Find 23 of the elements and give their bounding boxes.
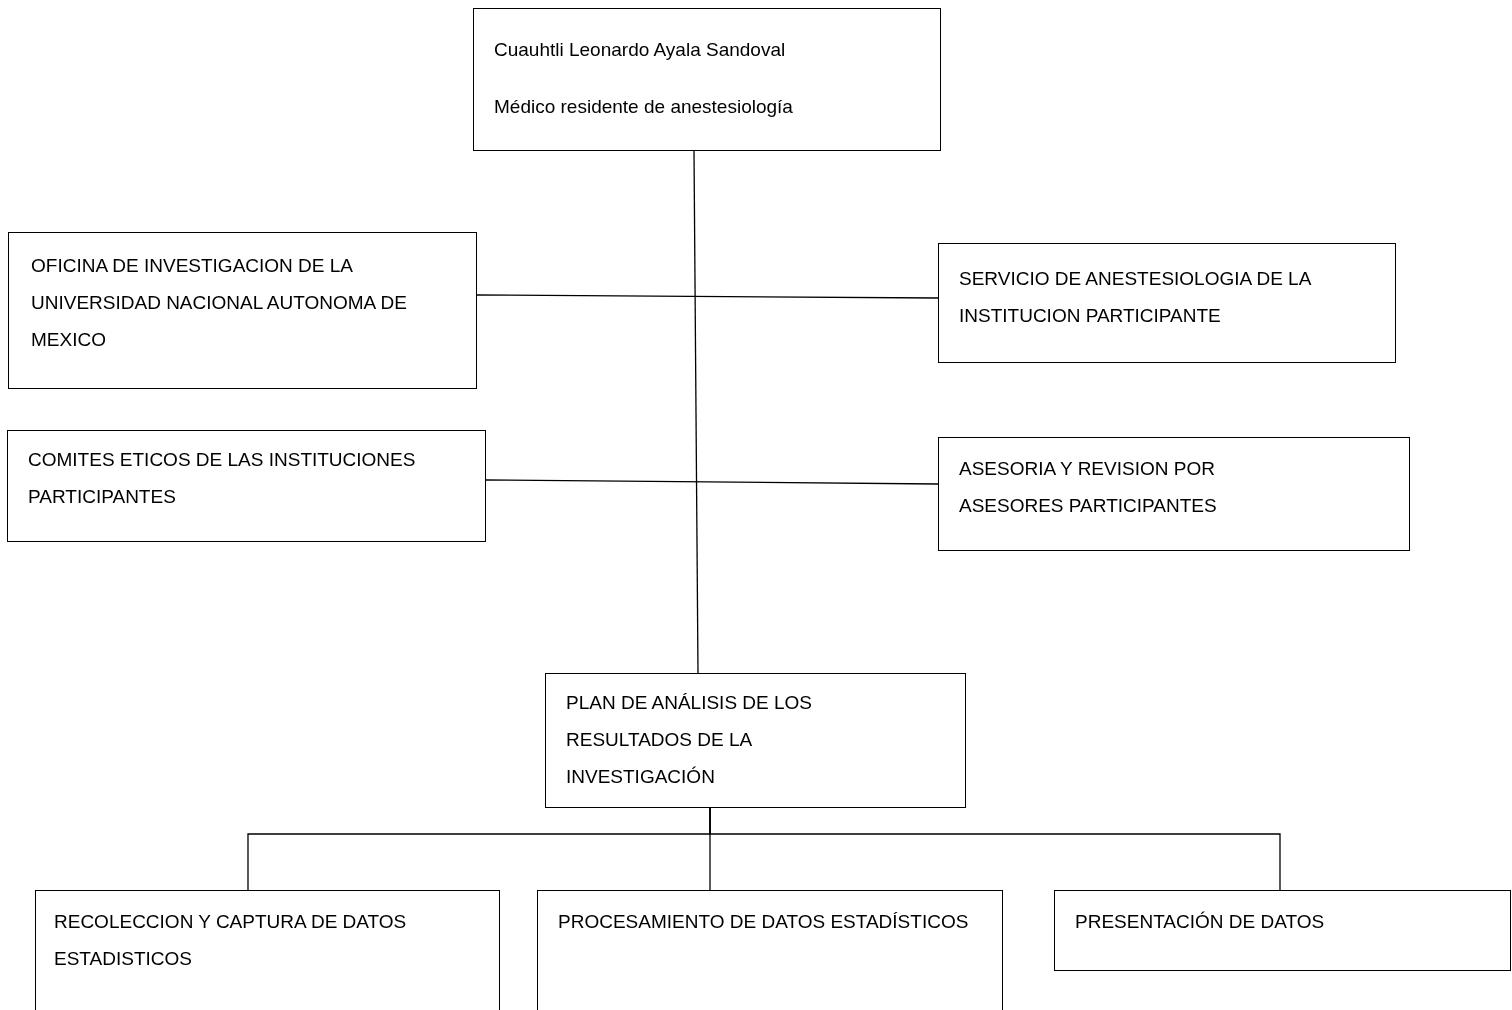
connector-line xyxy=(709,807,1281,891)
box-text: RECOLECCION Y CAPTURA DE DATOS ESTADISTICOS xyxy=(54,910,408,971)
org-box xyxy=(1054,890,1511,971)
box-text: COMITES ETICOS DE LAS INSTITUCIONES PARTICIPANTES xyxy=(28,448,417,509)
box-text: OFICINA DE INVESTIGACION DE LA UNIVERSIDAD NACIONAL AUTONOMA DE MEXICO xyxy=(31,254,408,352)
org-box xyxy=(938,243,1396,363)
box-heading: Cuauhtli Leonardo Ayala Sandoval xyxy=(494,38,787,62)
connector-line xyxy=(693,150,699,674)
connector-line xyxy=(476,294,939,299)
org-box xyxy=(7,430,486,542)
org-box xyxy=(938,437,1410,551)
org-box xyxy=(473,8,941,151)
box-text: Médico residente de anestesiología xyxy=(494,95,794,119)
box-text: PLAN DE ANÁLISIS DE LOS RESULTADOS DE LA INVESTIGACIÓN xyxy=(566,691,814,789)
box-text: SERVICIO DE ANESTESIOLOGIA DE LA INSTITUCION PARTICIPANTE xyxy=(959,267,1312,328)
box-text: PRESENTACIÓN DE DATOS xyxy=(1075,910,1326,934)
org-box xyxy=(8,232,477,389)
org-box xyxy=(545,673,966,808)
box-text: PROCESAMIENTO DE DATOS ESTADÍSTICOS xyxy=(558,910,970,934)
box-text: ASESORIA Y REVISION POR ASESORES PARTICIPANTES xyxy=(959,457,1218,518)
org-box xyxy=(35,890,500,1010)
connector-line xyxy=(485,479,939,485)
org-box xyxy=(537,890,1003,1010)
